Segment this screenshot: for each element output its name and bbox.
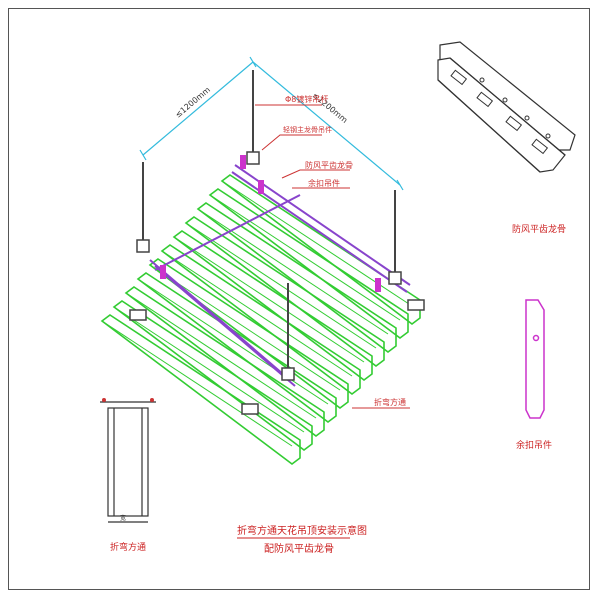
- keel-end-block: [241, 403, 259, 415]
- hanger-rod-group: [142, 70, 396, 375]
- slot: [476, 91, 494, 108]
- dimension-lines: [139, 56, 404, 191]
- clip: [160, 265, 166, 279]
- baffle-section-detail: [100, 401, 156, 523]
- dimension-line-b: [252, 61, 401, 186]
- baffle-bar: [136, 272, 337, 424]
- baffle-bar-edge: [185, 222, 377, 349]
- baffle-bar-edge: [197, 208, 389, 335]
- baffle-bar: [172, 230, 373, 382]
- drawing-border: [8, 8, 590, 590]
- keel-end-block: [129, 309, 147, 321]
- mark: [150, 398, 154, 402]
- detail-clip-caption: 余扣吊件: [516, 439, 552, 451]
- baffle-bar-edge: [101, 320, 293, 447]
- leader-main-keel: [261, 134, 322, 151]
- baffle-bar: [160, 244, 361, 396]
- clip-hanger-shape: [525, 299, 545, 419]
- clip-hanger-detail: [525, 299, 545, 419]
- baffle-bar-edge: [209, 194, 401, 321]
- baffle-bar-edge: [125, 292, 317, 419]
- baffle-section-body: [107, 407, 149, 517]
- windproof-keel-group: [149, 164, 411, 387]
- hanger-clamp: [136, 239, 150, 253]
- baffle-bar: [124, 286, 325, 438]
- baffle-bar: [184, 216, 385, 368]
- label-baffle: 折弯方通: [374, 397, 406, 407]
- clip: [375, 278, 381, 292]
- baffle-bar-edge: [161, 250, 353, 377]
- clip: [258, 180, 264, 194]
- keel-profile-fold: [449, 57, 566, 156]
- label-windproof-keel: 防风平齿龙骨: [305, 160, 353, 170]
- hole: [545, 133, 551, 139]
- keel-end-block: [407, 299, 425, 311]
- dimension-line-a: [142, 61, 254, 156]
- baffle-bar-edge: [173, 236, 365, 363]
- baffle-bar: [100, 314, 301, 466]
- dim-tick: [249, 56, 257, 68]
- label-main-keel: 轻钢主龙骨吊件: [283, 125, 332, 134]
- dim-tick: [396, 179, 404, 191]
- slot: [531, 138, 549, 155]
- keel-line-upper: [234, 164, 411, 286]
- annotation-leaders: [255, 104, 410, 409]
- clip-group: [160, 155, 381, 292]
- keel-line-lower-b: [154, 265, 296, 387]
- baffle-section-marks: [102, 398, 154, 402]
- baffle-bar: [208, 188, 409, 340]
- title-line-2: 配防风平齿龙骨: [264, 542, 334, 555]
- dim-tick: [139, 149, 147, 161]
- title-line-1: 折弯方通天花吊顶安装示意图: [237, 524, 367, 537]
- clip-hanger-hole: [532, 334, 540, 342]
- keel-profile-edge: [437, 79, 541, 173]
- keel-line-lower: [149, 259, 291, 381]
- slot: [450, 69, 468, 86]
- baffle-bar-edge: [113, 306, 305, 433]
- baffle-bar-edge: [137, 278, 329, 405]
- mark: [102, 398, 106, 402]
- baffle-section-dim-label: 宽: [120, 514, 126, 522]
- baffle-bar: [148, 258, 349, 410]
- windproof-keel-detail: [437, 41, 576, 173]
- hanger-clamp: [281, 367, 295, 381]
- leader-windproof-keel: [281, 169, 350, 179]
- baffle-bar: [112, 300, 313, 452]
- detail-keel-caption: 防风平齿龙骨: [512, 223, 566, 235]
- hole: [502, 97, 508, 103]
- keel-slots: [450, 69, 551, 155]
- hole: [479, 77, 485, 83]
- hole: [524, 115, 530, 121]
- hanger-clamp: [388, 271, 402, 285]
- hanger-clamp: [246, 151, 260, 165]
- label-clip-hanger: 余扣吊件: [308, 178, 340, 188]
- keel-line-left: [154, 194, 301, 271]
- hanger-clamp-group: [129, 151, 425, 415]
- baffle-bar: [196, 202, 397, 354]
- clip: [240, 155, 246, 169]
- baffle-group: [100, 174, 421, 466]
- label-hanger-rod: Φ8镀锌吊杆: [285, 94, 328, 104]
- slot: [505, 115, 523, 132]
- section-caption: 折弯方通: [110, 541, 146, 553]
- dimension-label-a: ≤1200mm: [174, 85, 213, 119]
